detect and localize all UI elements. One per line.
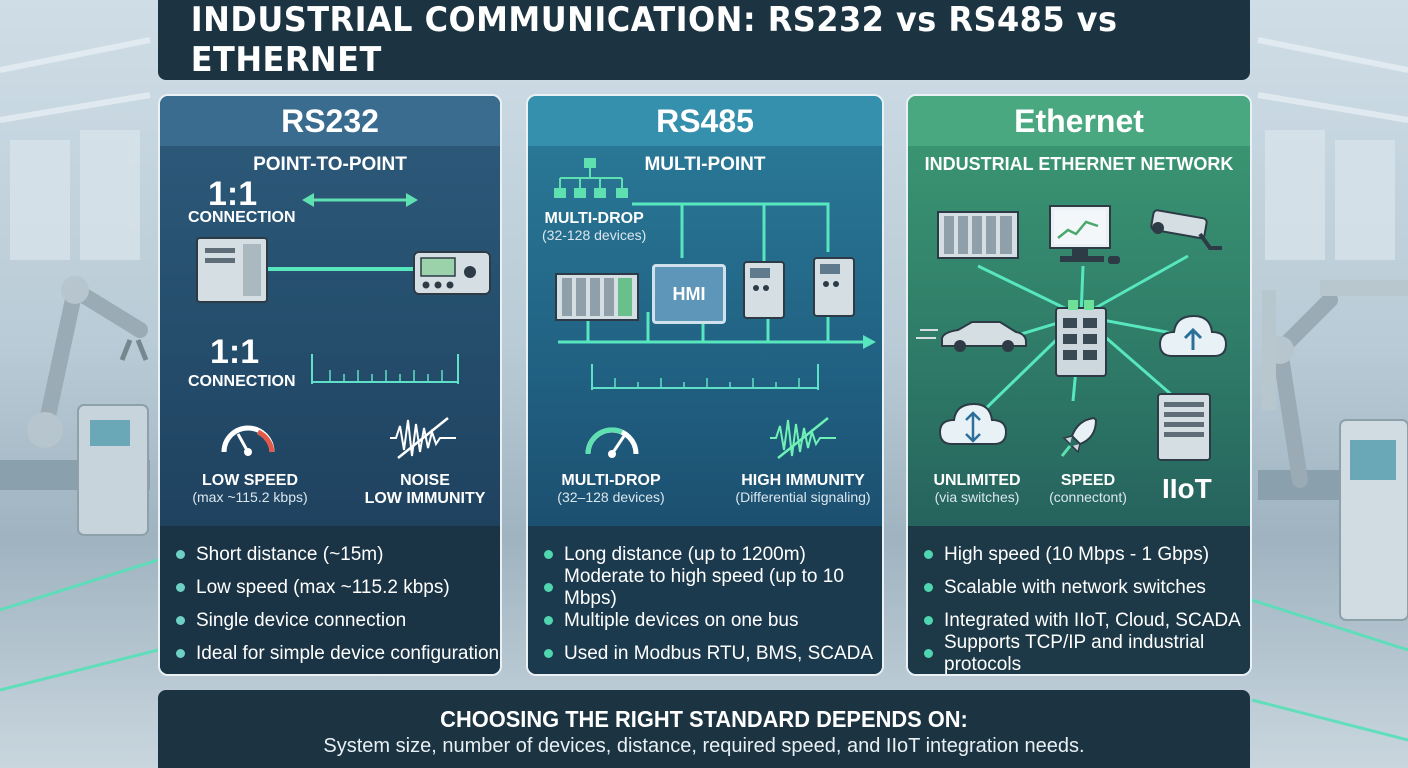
- ethernet-speed-detail: (connectont): [1049, 488, 1127, 505]
- rs232-header: RS232: [160, 96, 500, 146]
- rs232-bullet-list: Short distance (~15m) Low speed (max ~11…: [160, 526, 500, 674]
- ethernet-unlimited-text: UNLIMITED: [933, 472, 1021, 489]
- rs232-noise-text: NOISE: [400, 472, 450, 489]
- list-item: Single device connection: [176, 604, 500, 637]
- ethernet-title: Ethernet: [1014, 102, 1144, 139]
- noise-wave-icon: [390, 417, 456, 459]
- ethernet-speed-label: SPEED (connectont): [1040, 472, 1136, 505]
- list-item: Low speed (max ~115.2 kbps): [176, 571, 500, 604]
- rs485-panel: RS485 MULTI-POINT MULTI-DROP (32-128 dev…: [526, 94, 884, 676]
- ethernet-subtitle: INDUSTRIAL ETHERNET NETWORK: [924, 154, 1234, 174]
- cloud-upload-icon: [1158, 314, 1228, 357]
- computer-tower-icon: [196, 237, 268, 303]
- rs485-immunity-detail: (Differential signaling): [735, 488, 871, 505]
- footer-bar: CHOOSING THE RIGHT STANDARD DEPENDS ON: …: [158, 690, 1250, 768]
- rs485-immunity-text: HIGH IMMUNITY: [741, 472, 865, 489]
- title-bar: INDUSTRIAL COMMUNICATION: RS232 vs RS485…: [158, 0, 1250, 80]
- rs485-multidrop-label: MULTI-DROP (32-128 devices): [542, 210, 646, 243]
- ethernet-speed-text: SPEED: [1060, 472, 1116, 489]
- rs485-bullet-list: Long distance (up to 1200m) Moderate to …: [528, 526, 882, 674]
- footer-heading: CHOOSING THE RIGHT STANDARD DEPENDS ON:: [440, 706, 968, 732]
- rs232-ratio-2: 1:1: [210, 333, 260, 371]
- rs232-panel: RS232 POINT-TO-POINT 1:1 CONNECTION 1:1 …: [158, 94, 502, 676]
- signal-scale-icon: [311, 354, 459, 384]
- tree-topology-icon: [554, 158, 628, 198]
- list-item: Multiple devices on one bus: [544, 604, 882, 637]
- rs485-multidrop-detail-2: (32–128 devices): [557, 488, 665, 505]
- vehicle-icon: [916, 321, 1027, 352]
- list-item: Supports TCP/IP and industrial protocols: [924, 632, 1250, 675]
- rs232-ratio: 1:1: [208, 175, 258, 213]
- hmi-label: HMI: [672, 283, 706, 304]
- rs232-noise-label: NOISE LOW IMMUNITY: [350, 472, 500, 507]
- ethernet-unlimited-label: UNLIMITED (via switches): [924, 472, 1030, 505]
- rs485-header: RS485: [528, 96, 882, 146]
- differential-signal-icon: [770, 417, 836, 459]
- rs485-multidrop-label-2: MULTI-DROP (32–128 devices): [536, 472, 686, 505]
- plc-rack-icon: [555, 273, 639, 321]
- drive-device-icon-2: [813, 257, 855, 317]
- rs485-title: RS485: [656, 102, 754, 139]
- rs485-multidrop-detail: (32-128 devices): [542, 226, 647, 243]
- speed-gauge-icon: [221, 425, 275, 456]
- distance-scale-icon: [591, 364, 819, 390]
- rs232-speed-text: LOW SPEED: [201, 472, 298, 489]
- rs485-multidrop-text: MULTI-DROP: [544, 210, 644, 227]
- list-item: Ideal for simple device configuration: [176, 637, 500, 670]
- rs232-speed-label: LOW SPEED (max ~115.2 kbps): [180, 472, 320, 505]
- list-item: Moderate to high speed (up to 10 Mbps): [544, 566, 882, 609]
- ethernet-unlimited-detail: (via switches): [934, 488, 1020, 505]
- list-item: High speed (10 Mbps - 1 Gbps): [924, 538, 1250, 571]
- ethernet-bullet-list: High speed (10 Mbps - 1 Gbps) Scalable w…: [908, 526, 1250, 674]
- rs485-subtitle: MULTI-POINT: [644, 154, 766, 175]
- rocket-icon: [1060, 416, 1098, 457]
- rs485-multidrop-text-2: MULTI-DROP: [561, 472, 661, 489]
- ethernet-header: Ethernet: [908, 96, 1250, 146]
- rs232-noise-text-2: LOW IMMUNITY: [364, 489, 486, 507]
- hmi-screen: HMI: [652, 264, 726, 324]
- controller-device-icon: [413, 251, 491, 295]
- list-item: Long distance (up to 1200m): [544, 538, 882, 571]
- scada-monitor-icon: [1049, 205, 1120, 264]
- rs232-connection-label-2: CONNECTION: [188, 373, 296, 390]
- security-camera-icon: [1150, 209, 1222, 250]
- rs232-speed-detail: (max ~115.2 kbps): [192, 488, 308, 505]
- ethernet-iiot-label: IIoT: [1162, 473, 1212, 504]
- speed-gauge-icon: [585, 427, 639, 458]
- page-title: INDUSTRIAL COMMUNICATION: RS232 vs RS485…: [190, 0, 1118, 80]
- bidirectional-arrow-icon: [302, 193, 418, 207]
- list-item: Used in Modbus RTU, BMS, SCADA: [544, 637, 882, 670]
- ethernet-panel: Ethernet INDUSTRIAL ETHERNET NETWORK: [906, 94, 1252, 676]
- plc-rack-icon: [937, 211, 1019, 259]
- cloud-sync-icon: [938, 402, 1008, 445]
- list-item: Scalable with network switches: [924, 571, 1250, 604]
- rs485-bus-lines: [558, 202, 876, 349]
- rs232-connection-label: CONNECTION: [188, 209, 296, 226]
- list-item: Integrated with IIoT, Cloud, SCADA: [924, 604, 1250, 637]
- rs232-subtitle: POINT-TO-POINT: [253, 154, 407, 175]
- serial-cable-line: [268, 267, 418, 271]
- drive-device-icon: [743, 261, 785, 319]
- rs232-title: RS232: [281, 102, 379, 139]
- list-item: Short distance (~15m): [176, 538, 500, 571]
- footer-text: System size, number of devices, distance…: [323, 735, 1085, 757]
- network-switch-icon: [1055, 300, 1107, 377]
- rs485-immunity-label: HIGH IMMUNITY (Differential signaling): [724, 472, 882, 505]
- server-icon: [1157, 393, 1211, 461]
